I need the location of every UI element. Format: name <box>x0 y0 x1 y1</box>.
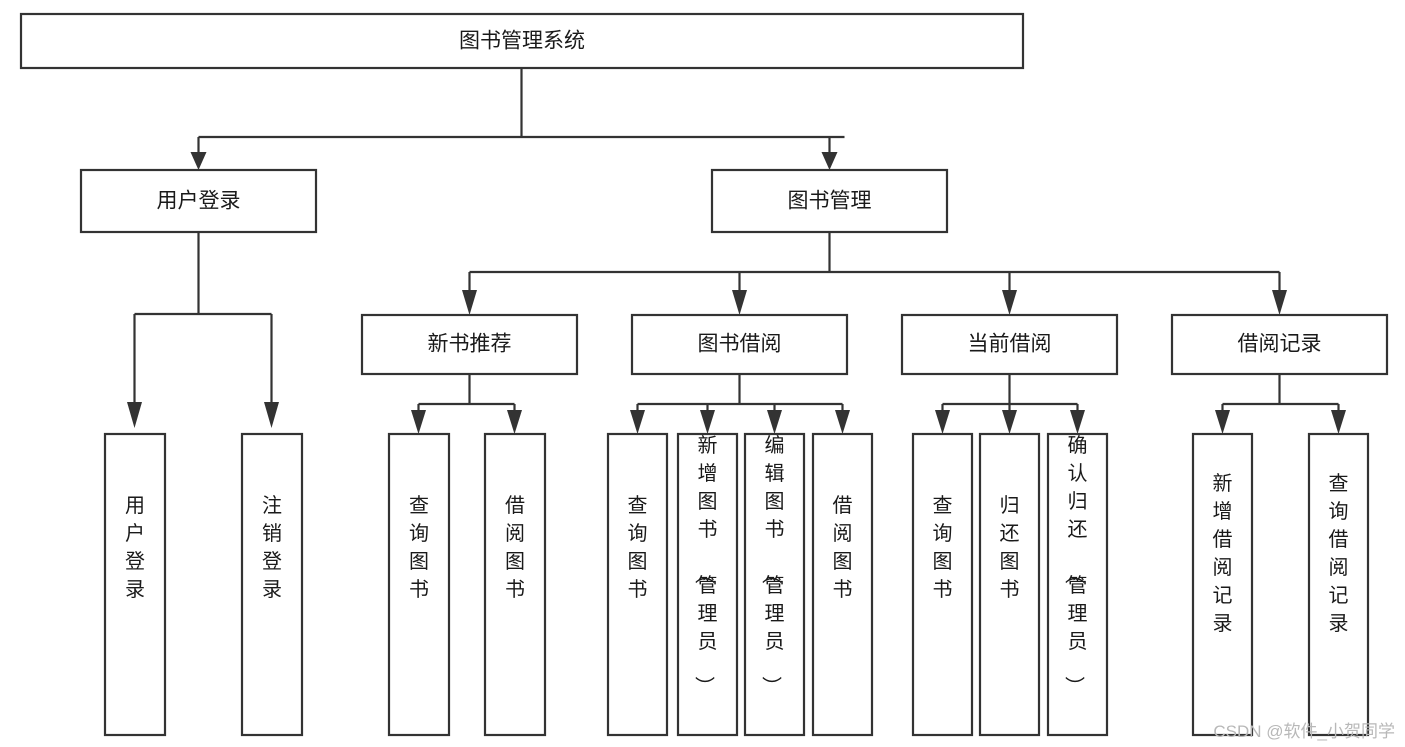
arrowhead-borrow-leaf-2 <box>700 410 715 434</box>
leaf-node-records-add-label: 新增借阅记录 <box>1213 472 1233 635</box>
node-book-borrow-box[interactable] <box>630 313 849 376</box>
leaf-node-logout-box[interactable] <box>240 432 304 737</box>
leaf-node-borrow-edit-book-label: 编辑图书（管理员） <box>760 434 785 696</box>
leaf-node-recommend-query-book[interactable]: 查询图书 <box>387 432 451 737</box>
csdn-watermark: CSDN @软件_小贺同学 <box>1213 722 1395 741</box>
node-new-book-recommend[interactable]: 新书推荐 <box>360 313 579 376</box>
node-book-management-label: 图书管理 <box>788 190 872 213</box>
leaf-node-records-query-box[interactable] <box>1307 432 1370 737</box>
node-book-management[interactable]: 图书管理 <box>710 168 949 234</box>
leaf-node-borrow-borrow-book-box[interactable] <box>811 432 874 737</box>
leaf-node-borrow-add-book-box[interactable] <box>676 432 739 737</box>
leaf-node-logout-label: 注销登录 <box>262 494 282 601</box>
node-user-login[interactable]: 用户登录 <box>79 168 318 234</box>
node-root-system-box[interactable] <box>19 12 1025 70</box>
node-user-login-box[interactable] <box>79 168 318 234</box>
leaf-node-recommend-query-book-label: 查询图书 <box>409 494 429 601</box>
arrowhead-records-leaf-1 <box>1215 410 1230 434</box>
node-user-login-label: 用户登录 <box>157 190 241 213</box>
leaf-node-recommend-borrow-book[interactable]: 借阅图书 <box>483 432 547 737</box>
leaf-node-records-add[interactable]: 新增借阅记录 <box>1191 432 1254 737</box>
node-book-borrow-label: 图书借阅 <box>698 333 782 356</box>
node-book-borrow[interactable]: 图书借阅 <box>630 313 849 376</box>
node-current-borrow-box[interactable] <box>900 313 1119 376</box>
leaf-node-borrow-edit-book[interactable]: 编辑图书（管理员） <box>743 432 806 737</box>
arrowhead-borrow-records <box>1272 290 1287 315</box>
arrowhead-new-book-recommend <box>462 290 477 315</box>
leaf-node-current-confirm-return[interactable]: 确认归还（管理员） <box>1046 432 1109 737</box>
leaf-node-current-query-book-label: 查询图书 <box>933 494 953 601</box>
leaf-node-recommend-borrow-book-box[interactable] <box>483 432 547 737</box>
node-root-system-label: 图书管理系统 <box>459 30 585 53</box>
leaf-node-current-confirm-return-label: 确认归还（管理员） <box>1063 434 1088 696</box>
leaf-node-current-query-book[interactable]: 查询图书 <box>911 432 974 737</box>
leaf-node-current-return-book-box[interactable] <box>978 432 1041 737</box>
arrowhead-current-leaf-2 <box>1002 410 1017 434</box>
leaf-node-current-return-book-label: 归还图书 <box>1000 494 1020 601</box>
arrowhead-recommend-leaf-2 <box>507 410 522 434</box>
leaf-node-records-query[interactable]: 查询借阅记录 <box>1307 432 1370 737</box>
leaf-node-recommend-borrow-book-label: 借阅图书 <box>505 494 525 601</box>
leaf-node-borrow-borrow-book-label: 借阅图书 <box>833 494 853 601</box>
arrowhead-leaf-user-login <box>127 402 142 428</box>
leaf-node-records-add-box[interactable] <box>1191 432 1254 737</box>
leaf-node-borrow-query-book[interactable]: 查询图书 <box>606 432 669 737</box>
arrowhead-user-login <box>190 152 207 170</box>
leaf-node-user-login-label: 用户登录 <box>125 495 145 601</box>
leaf-node-borrow-add-book[interactable]: 新增图书（管理员） <box>676 432 739 737</box>
node-new-book-recommend-label: 新书推荐 <box>428 333 512 356</box>
arrowhead-book-manage <box>821 152 838 170</box>
node-current-borrow-label: 当前借阅 <box>968 333 1052 356</box>
leaf-node-logout[interactable]: 注销登录 <box>240 432 304 737</box>
arrowhead-current-leaf-3 <box>1070 410 1085 434</box>
node-root-system[interactable]: 图书管理系统 <box>19 12 1025 70</box>
arrowhead-borrow-leaf-1 <box>630 410 645 434</box>
node-borrow-records-box[interactable] <box>1170 313 1389 376</box>
node-new-book-recommend-box[interactable] <box>360 313 579 376</box>
leaf-node-recommend-query-book-box[interactable] <box>387 432 451 737</box>
leaf-node-current-query-book-box[interactable] <box>911 432 974 737</box>
arrowhead-current-leaf-1 <box>935 410 950 434</box>
leaf-node-borrow-add-book-label: 新增图书（管理员） <box>693 434 718 696</box>
leaf-node-current-confirm-return-box[interactable] <box>1046 432 1109 737</box>
node-current-borrow[interactable]: 当前借阅 <box>900 313 1119 376</box>
node-borrow-records[interactable]: 借阅记录 <box>1170 313 1389 376</box>
leaf-node-borrow-query-book-label: 查询图书 <box>628 494 648 601</box>
leaf-node-user-login-box[interactable] <box>103 432 167 737</box>
node-borrow-records-label: 借阅记录 <box>1238 333 1322 356</box>
arrowhead-borrow-leaf-4 <box>835 410 850 434</box>
arrowhead-leaf-logout <box>264 402 279 428</box>
leaf-node-borrow-borrow-book[interactable]: 借阅图书 <box>811 432 874 737</box>
arrowhead-current-borrow <box>1002 290 1017 315</box>
arrowhead-book-borrow <box>732 290 747 315</box>
leaf-node-borrow-query-book-box[interactable] <box>606 432 669 737</box>
node-book-management-box[interactable] <box>710 168 949 234</box>
leaf-node-records-query-label: 查询借阅记录 <box>1329 472 1349 635</box>
arrowhead-records-leaf-2 <box>1331 410 1346 434</box>
arrowhead-recommend-leaf-1 <box>411 410 426 434</box>
connectors-layer <box>127 68 1346 434</box>
leaf-node-current-return-book[interactable]: 归还图书 <box>978 432 1041 737</box>
leaf-node-borrow-edit-book-box[interactable] <box>743 432 806 737</box>
leaf-node-user-login[interactable]: 用户登录 <box>103 432 167 737</box>
arrowhead-borrow-leaf-3 <box>767 410 782 434</box>
